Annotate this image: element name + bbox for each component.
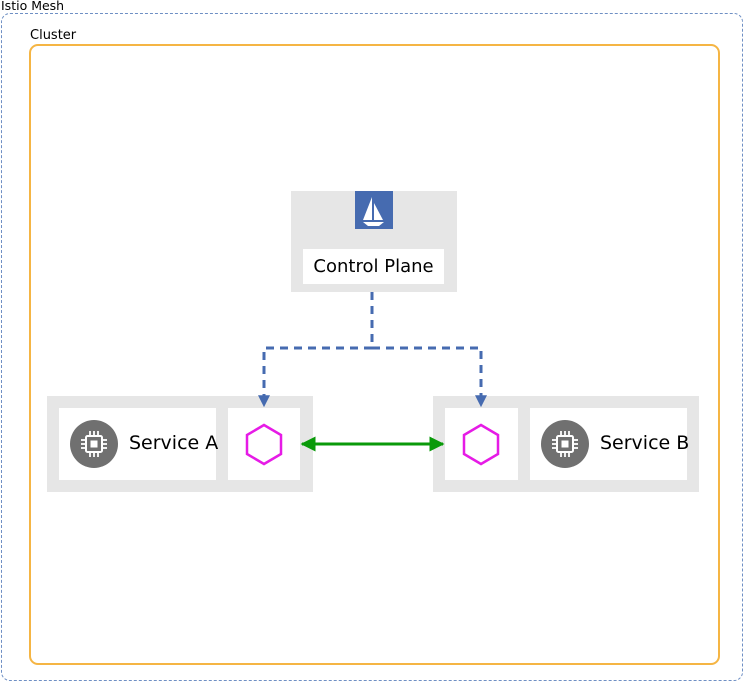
service-a-label: Service A [129, 432, 219, 454]
service-a-proxy [228, 408, 300, 480]
service-b-proxy [445, 408, 518, 480]
service-a-box: Service A [59, 408, 219, 480]
cluster-boundary [29, 44, 720, 665]
control-to-proxy-a-link [258, 292, 374, 408]
istio-mesh-boundary [1, 13, 743, 681]
control-plane-links [258, 292, 487, 408]
cluster-label: Cluster [30, 28, 77, 43]
istio-sail-graphic [363, 197, 384, 226]
istio-mesh-label: Istio Mesh [1, 0, 65, 13]
microchip-icon [70, 420, 118, 468]
hexagon-icon [462, 423, 500, 466]
microchip-icon [541, 420, 589, 468]
hexagon-icon [245, 423, 283, 466]
control-plane-label-box: Control Plane [303, 249, 444, 284]
control-to-proxy-b-link [372, 346, 487, 408]
control-plane-label: Control Plane [313, 256, 434, 277]
service-b-label: Service B [600, 432, 690, 454]
service-b-box: Service B [530, 408, 690, 480]
istio-sail-icon [355, 191, 393, 229]
